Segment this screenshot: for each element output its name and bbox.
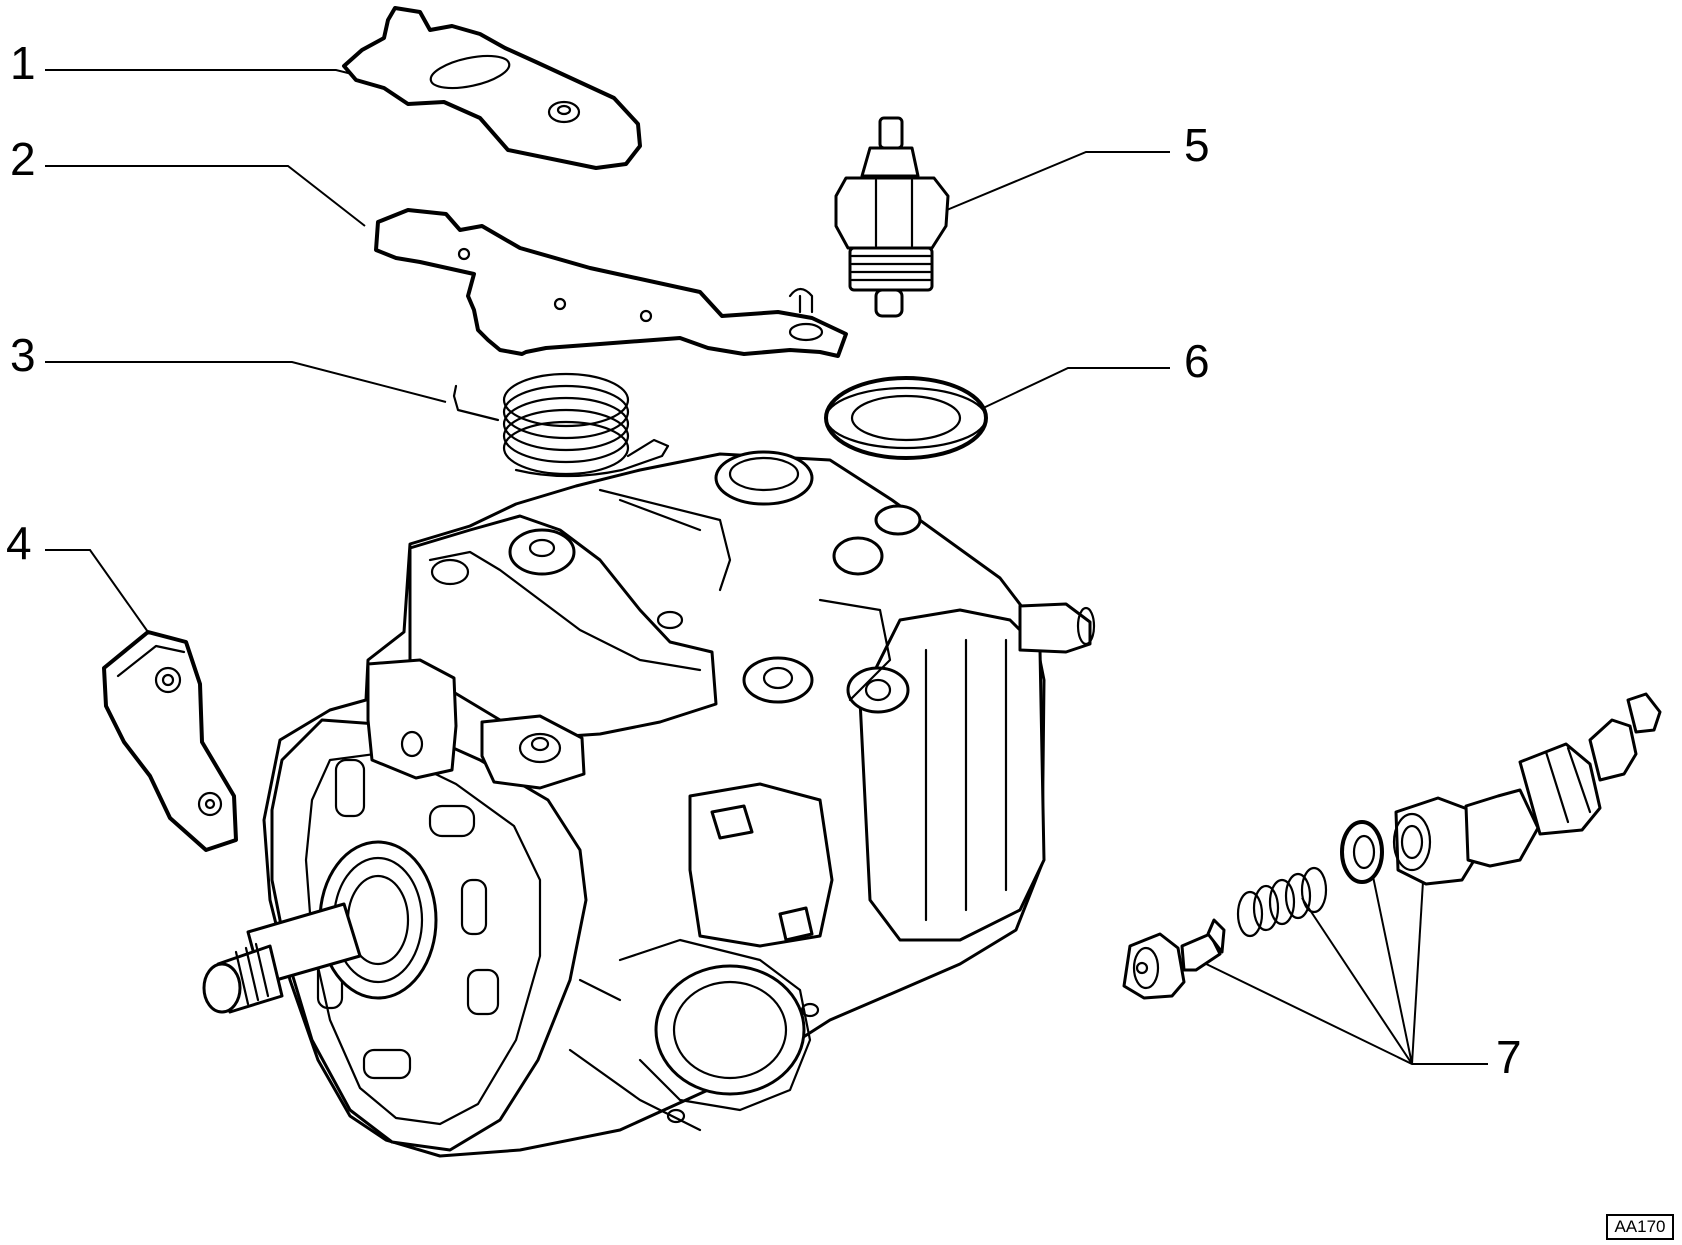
callout-7: 7: [1496, 1031, 1522, 1083]
callout-3: 3: [10, 329, 36, 381]
part-7-valve-assembly: [1122, 692, 1662, 1000]
part-5-sensor: [834, 116, 950, 318]
leader-line-1: [45, 69, 353, 75]
leader-line-5: [941, 151, 1170, 213]
leader-line-4: [45, 549, 149, 633]
callout-6: 6: [1184, 335, 1210, 387]
part-3-torsion-spring: [452, 372, 670, 478]
part-2-lever-plate: [374, 208, 848, 358]
callout-2: 2: [10, 133, 36, 185]
leader-line-6: [961, 367, 1170, 419]
leader-line-3: [45, 361, 447, 403]
callout-4: 4: [6, 517, 32, 569]
injection-pump-body: [202, 450, 1096, 1158]
drawing-code-label: AA170: [1606, 1214, 1674, 1240]
leader-line-2: [45, 165, 366, 227]
callout-1: 1: [10, 37, 36, 89]
part-1-plate: [342, 6, 642, 170]
part-6-washer: [824, 376, 988, 460]
callout-5: 5: [1184, 119, 1210, 171]
part-4-bracket: [102, 630, 238, 852]
